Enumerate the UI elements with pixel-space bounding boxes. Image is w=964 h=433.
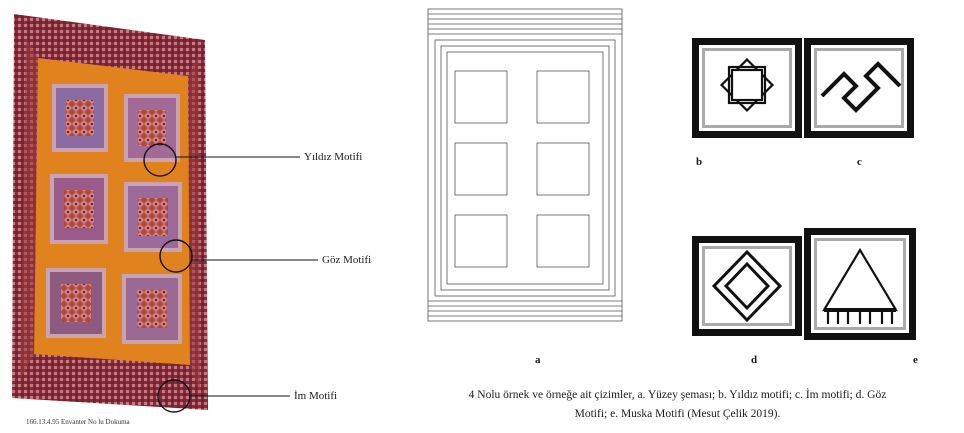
kilim-panels xyxy=(46,84,182,344)
kilim-photo xyxy=(12,14,318,413)
im-motif-drawing xyxy=(804,38,914,138)
letter-d: d xyxy=(751,354,758,366)
star-motif-circle xyxy=(143,143,177,177)
letter-b: b xyxy=(696,156,703,168)
letter-e: e xyxy=(913,354,918,366)
label-eye-motif: Göz Motifi xyxy=(322,254,372,266)
label-star-motif: Yıldız Motifi xyxy=(304,151,363,163)
amulet-motif-drawing xyxy=(804,228,916,340)
label-im-motif: İm Motifi xyxy=(294,390,338,402)
photo-caption: 166.13.4.95 Envanter No lu Dokuma xyxy=(26,418,130,426)
surface-schema-drawing xyxy=(427,8,623,322)
eye-motif-circle xyxy=(159,239,193,273)
letter-c: c xyxy=(857,156,862,168)
star-motif-drawing xyxy=(692,38,802,138)
figure-caption: 4 Nolu örnek ve örneğe ait çizimler, a. … xyxy=(400,386,955,424)
letter-a: a xyxy=(535,354,541,366)
caption-line-2: Motifi; e. Muska Motifi (Mesut Çelik 201… xyxy=(574,408,781,420)
eye-motif-drawing xyxy=(692,236,802,336)
caption-line-1: 4 Nolu örnek ve örneğe ait çizimler, a. … xyxy=(468,389,887,401)
